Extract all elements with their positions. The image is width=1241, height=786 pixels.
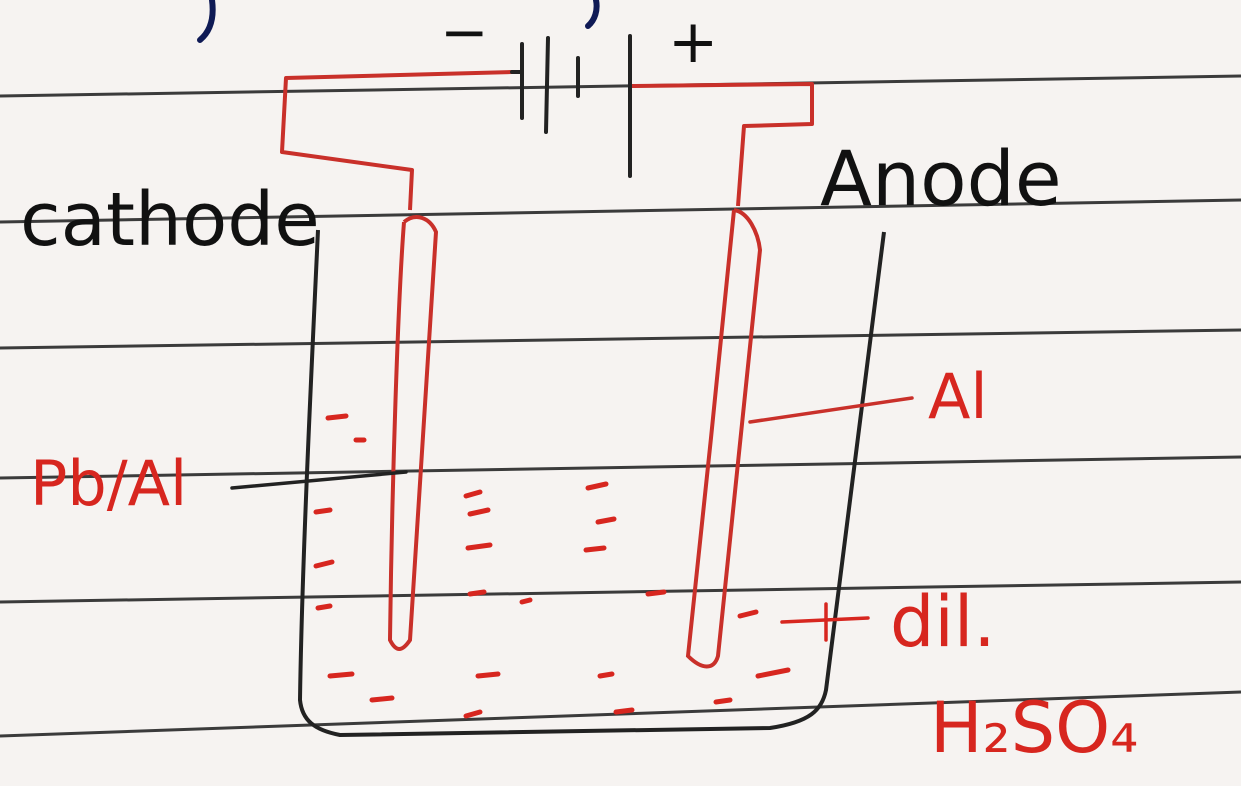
beaker — [297, 229, 886, 738]
rule-line-2 — [0, 198, 1241, 224]
battery-icon — [510, 34, 632, 178]
pointer-lines — [230, 396, 914, 642]
rule-line-1 — [0, 74, 1241, 98]
rule-line-5 — [0, 580, 1241, 604]
anode-label: Anode — [820, 134, 1062, 223]
ruled-lines — [0, 74, 1241, 738]
anode-material-label: Al — [928, 360, 988, 433]
blue-writing-fragment — [197, 0, 600, 43]
cathode-pointer — [230, 470, 408, 490]
rule-line-3 — [0, 328, 1241, 350]
rule-line-4 — [0, 455, 1241, 480]
electrolyte-label-line1: dil. — [890, 581, 996, 663]
cathode-material-label: Pb/Al — [30, 447, 187, 520]
anode-pointer — [748, 396, 914, 424]
electrolyte-solution — [313, 413, 791, 719]
electrolyte-label-line2: H₂SO₄ — [930, 687, 1138, 769]
cathode-electrode — [387, 215, 439, 651]
positive-terminal-label: + — [668, 7, 718, 77]
circuit-wire — [280, 70, 814, 211]
anode-electrode — [685, 208, 763, 669]
cathode-label: cathode — [20, 177, 320, 263]
negative-terminal-label: − — [440, 0, 489, 66]
rule-line-6 — [0, 690, 1241, 738]
